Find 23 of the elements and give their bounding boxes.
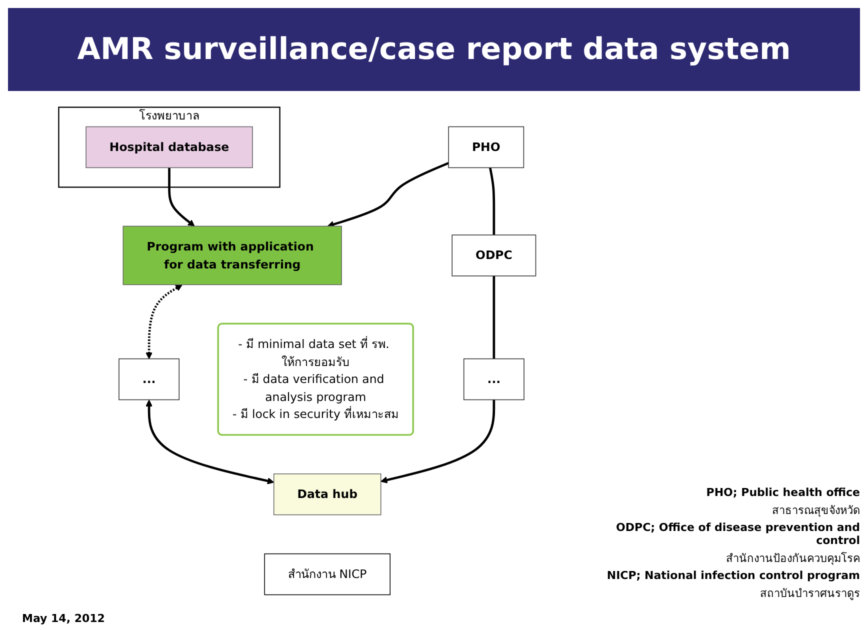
node-box: Program with application for data transferring — [122, 226, 342, 286]
thai-translation: สถาบันบำราศนราดูร — [760, 586, 860, 602]
connector — [492, 276, 496, 359]
connector — [488, 167, 496, 235]
node-box: PHO — [448, 126, 524, 168]
node-box: Data hub — [273, 473, 382, 516]
thai-translation: สาธารณสุขจังหวัด — [772, 503, 860, 519]
arrow — [168, 168, 195, 226]
node-box: Hospital database — [86, 126, 253, 168]
node-box: ODPC — [452, 234, 536, 276]
abbreviation-note: NICP; National infection control program — [606, 569, 860, 582]
slide-title: AMR surveillance/case report data system — [8, 8, 860, 91]
node-box: ... — [118, 358, 180, 400]
abbreviation-note: ODPC; Office of disease prevention and control — [615, 521, 860, 547]
node-box: สำนักงาน NICP — [264, 553, 390, 596]
thai-translation: สำนักงานป้องกันควบคุมโรค — [726, 551, 860, 567]
arrow — [327, 162, 450, 228]
arrow — [380, 400, 496, 484]
arrow — [146, 284, 182, 360]
node-box: ... — [463, 358, 524, 400]
abbreviation-note: PHO; Public health office — [706, 486, 860, 499]
arrow — [146, 400, 274, 484]
date-text: May 14, 2012 — [22, 612, 105, 625]
